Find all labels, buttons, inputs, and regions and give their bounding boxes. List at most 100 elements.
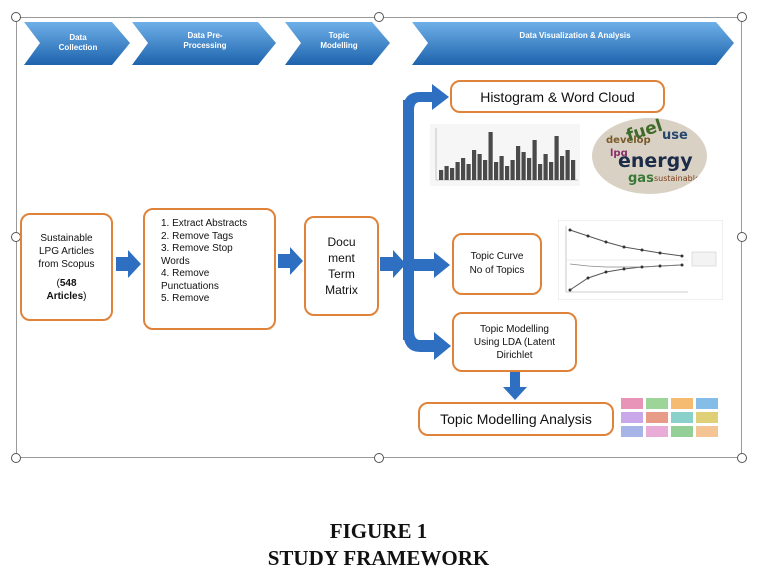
topic-panel bbox=[621, 398, 643, 409]
wordcloud-word: energy bbox=[618, 150, 693, 172]
resize-handle-bottom-left[interactable] bbox=[11, 453, 21, 463]
source-line1: Sustainable bbox=[40, 232, 93, 244]
wordcloud-word: develop bbox=[606, 135, 651, 146]
source-count-open: ( bbox=[56, 277, 60, 289]
topic-curve-line1: Topic Curve bbox=[470, 251, 524, 262]
stage-chevron-4 bbox=[412, 22, 734, 65]
source-count-tail: Articles) bbox=[46, 290, 86, 303]
arrow-right-1 bbox=[116, 250, 141, 278]
arrow-branch-middle bbox=[414, 252, 450, 278]
stage-chevron-1 bbox=[24, 22, 130, 65]
histogram-bar bbox=[527, 158, 532, 180]
source-box: Sustainable LPG Articles from Scopus (54… bbox=[20, 213, 113, 321]
histogram-bar bbox=[560, 156, 565, 180]
histogram-bar bbox=[538, 164, 543, 180]
stage-label-2-line2: Processing bbox=[183, 41, 227, 50]
preprocessing-step: Punctuations bbox=[161, 280, 219, 292]
arrow-branch-top bbox=[403, 84, 449, 110]
histogram-bar bbox=[477, 154, 482, 180]
stage-label-2: Data Pre- Processing bbox=[150, 24, 260, 58]
topic-panel bbox=[696, 398, 718, 409]
histogram-bar bbox=[455, 162, 460, 180]
topic-curve-thumbnail bbox=[558, 220, 723, 300]
histogram-bar bbox=[505, 166, 510, 180]
stage-label-1-line1: Data bbox=[69, 33, 87, 42]
histogram-bar bbox=[521, 152, 526, 180]
histogram-bar bbox=[494, 162, 499, 180]
histogram-bar bbox=[461, 158, 466, 180]
resize-handle-bottom-right[interactable] bbox=[737, 453, 747, 463]
dtm-line1: Docu bbox=[327, 235, 356, 249]
preprocessing-step: 2. Remove Tags bbox=[161, 230, 234, 242]
histogram-bar bbox=[510, 160, 515, 180]
histogram-bar bbox=[532, 140, 537, 180]
flow-arrows bbox=[116, 84, 527, 400]
wordcloud-word: gas bbox=[628, 171, 654, 186]
stage-chevrons bbox=[24, 22, 734, 65]
preprocessing-step: 1. Extract Abstracts bbox=[161, 218, 248, 229]
histogram-bar bbox=[549, 162, 554, 180]
histogram-bar bbox=[444, 166, 449, 180]
histogram-bar bbox=[466, 164, 471, 180]
resize-handle-top-right[interactable] bbox=[737, 12, 747, 22]
analysis-label: Topic Modelling Analysis bbox=[440, 411, 592, 427]
topic-panel bbox=[621, 412, 643, 423]
histogram-bar bbox=[472, 150, 477, 180]
lda-box: Topic Modelling Using LDA (Latent Dirich… bbox=[452, 312, 577, 372]
lda-line3: Dirichlet bbox=[496, 349, 533, 361]
histogram-bar bbox=[439, 170, 444, 180]
arrow-down bbox=[503, 372, 527, 400]
dtm-box: Docu ment Term Matrix bbox=[304, 216, 379, 316]
stage-chevron-2 bbox=[132, 22, 276, 65]
wordcloud-thumbnail: develop fuel use lpg energy gas sustaina… bbox=[592, 118, 707, 194]
histogram-bar bbox=[554, 136, 559, 180]
topic-panel bbox=[696, 426, 718, 437]
figure-caption-title: STUDY FRAMEWORK bbox=[267, 546, 490, 570]
dtm-line2: ment bbox=[328, 251, 355, 265]
source-count-value: 548 bbox=[59, 277, 77, 289]
source-count-word: Articles bbox=[46, 290, 84, 302]
topic-panel bbox=[671, 398, 693, 409]
topic-panel bbox=[696, 412, 718, 423]
topic-curve-line2: No of Topics bbox=[469, 265, 525, 276]
lda-line1: Topic Modelling bbox=[480, 323, 549, 335]
topic-curve-box: Topic Curve No of Topics bbox=[452, 233, 542, 295]
wordcloud-word: lpg bbox=[610, 148, 628, 159]
histogram-bar bbox=[450, 168, 455, 180]
histogram-bar bbox=[499, 156, 504, 180]
histogram-bar bbox=[516, 146, 521, 180]
resize-handle-top-middle[interactable] bbox=[374, 12, 384, 22]
histogram-bar bbox=[571, 160, 576, 180]
preprocessing-step: 5. Remove bbox=[161, 293, 210, 304]
analysis-box: Topic Modelling Analysis bbox=[418, 402, 614, 436]
topic-panel bbox=[671, 426, 693, 437]
topic-panel bbox=[646, 412, 668, 423]
branch-trunk bbox=[403, 100, 414, 340]
topic-panel bbox=[671, 412, 693, 423]
resize-handle-middle-right[interactable] bbox=[737, 232, 747, 242]
stage-label-1-line2: Collection bbox=[58, 43, 98, 52]
lda-line2: Using LDA (Latent bbox=[473, 336, 556, 348]
topic-panel bbox=[621, 426, 643, 437]
arrow-right-3 bbox=[380, 250, 406, 278]
stage-chevron-3 bbox=[285, 22, 390, 65]
preprocessing-box: 1. Extract Abstracts 2. Remove Tags 3. R… bbox=[143, 208, 276, 330]
source-line2: LPG Articles bbox=[38, 245, 95, 257]
source-line3: from Scopus bbox=[38, 258, 95, 270]
preprocessing-step: Words bbox=[161, 255, 190, 267]
topic-panels-thumbnail bbox=[621, 398, 718, 437]
stage-label-3: Topic Modelling bbox=[300, 24, 378, 58]
stage-label-1: Data Collection bbox=[40, 26, 116, 60]
histogram-bar bbox=[483, 160, 488, 180]
stage-label-3-line1: Topic bbox=[328, 31, 350, 40]
preprocessing-step: 3. Remove Stop bbox=[161, 243, 233, 254]
stage-label-3-line2: Modelling bbox=[320, 41, 358, 50]
source-count: (548 bbox=[56, 277, 76, 290]
resize-handle-bottom-middle[interactable] bbox=[374, 453, 384, 463]
arrow-branch-bottom bbox=[403, 330, 451, 360]
wordcloud-word: sustainable bbox=[654, 174, 700, 183]
histogram-box: Histogram & Word Cloud bbox=[450, 80, 665, 113]
resize-handle-top-left[interactable] bbox=[11, 12, 21, 22]
preprocessing-step: 4. Remove bbox=[161, 268, 210, 279]
histogram-label: Histogram & Word Cloud bbox=[480, 88, 635, 105]
